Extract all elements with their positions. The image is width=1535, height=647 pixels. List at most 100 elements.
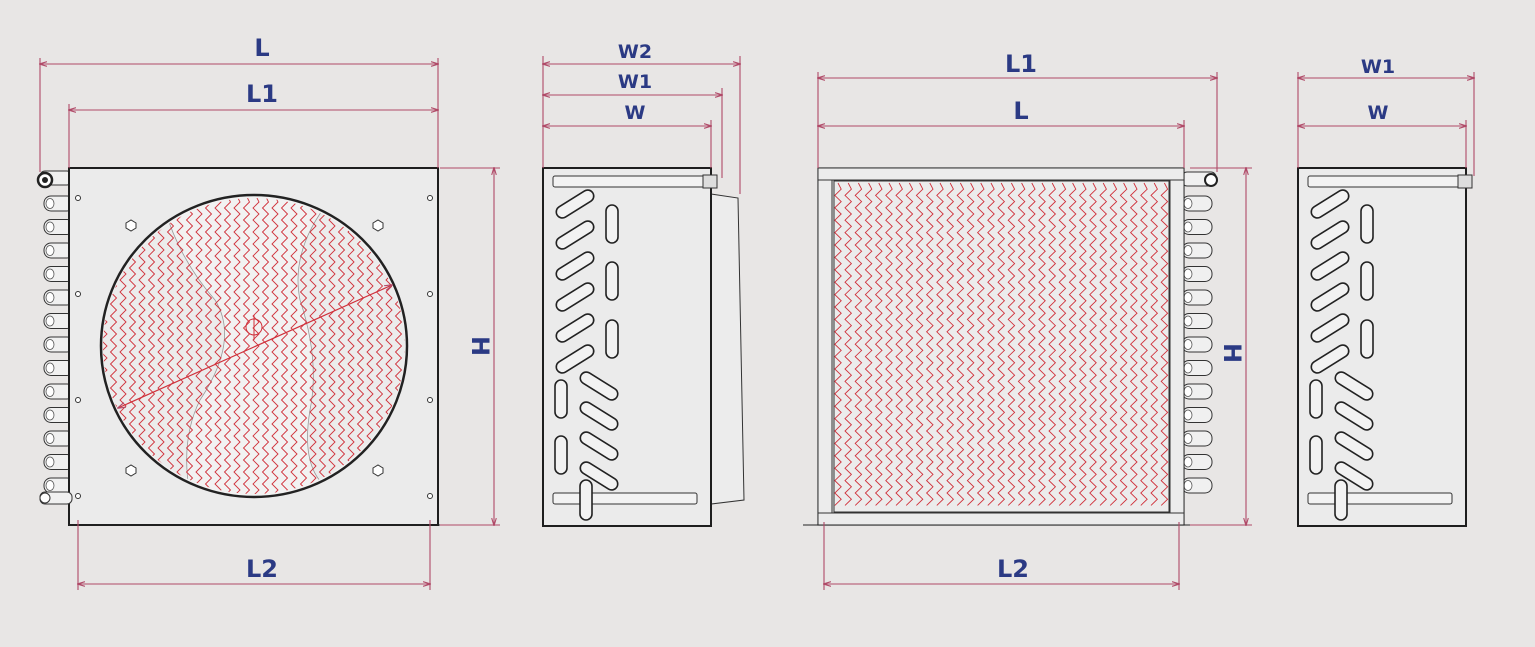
coil-slot: [1310, 344, 1350, 374]
side-coil-view: W1 W: [1297, 56, 1474, 527]
tube-end: [1183, 221, 1193, 233]
mesh-line: [895, 182, 904, 506]
mesh-line: [103, 198, 108, 494]
dim-label-W1: W1: [1361, 56, 1395, 78]
dim-label-L1: L1: [246, 80, 278, 108]
tube-end: [1183, 433, 1193, 444]
tube-end: [1183, 292, 1193, 303]
mesh-line: [946, 182, 955, 506]
side-coil-slots: [1309, 189, 1374, 521]
tube-end: [1183, 386, 1193, 397]
dim-label-W: W: [625, 102, 646, 124]
mesh-line: [1038, 182, 1046, 506]
side-fan-view: W2 W1 W: [542, 41, 745, 527]
coil-slot: [1310, 220, 1350, 250]
coil-slot: [554, 379, 568, 419]
mesh-line: [1017, 182, 1026, 506]
left-coil-tubes: [43, 195, 75, 494]
mesh-line: [1058, 182, 1067, 506]
mesh-line: [1078, 182, 1087, 506]
side-coil-slots: [554, 189, 619, 521]
mesh-line: [1099, 182, 1108, 506]
mesh-line: [1109, 182, 1118, 506]
coil-slot: [555, 251, 595, 281]
mesh-line: [997, 182, 1006, 506]
dim-label-L1: L1: [1005, 50, 1037, 78]
fan-housing: [710, 193, 745, 505]
mesh-line: [976, 182, 985, 506]
dim-label-W2: W2: [618, 41, 652, 63]
front-fan-view: L L1 L2 H: [36, 34, 500, 590]
mesh-line: [1027, 182, 1036, 506]
tube-end: [1183, 245, 1193, 256]
tube-end: [1183, 339, 1193, 350]
mesh-line: [864, 182, 873, 506]
pipe-connector-icon: [1204, 173, 1218, 187]
tube-end: [1183, 198, 1193, 209]
coil-slot: [605, 261, 619, 301]
tube-end: [45, 245, 55, 256]
tube-end: [1183, 268, 1193, 280]
coil-slot: [555, 344, 595, 374]
mesh-line: [1007, 182, 1016, 506]
coil-slot: [1334, 431, 1374, 461]
coil-slot: [1360, 319, 1374, 359]
coil-slot: [1309, 379, 1323, 419]
coil-slot: [555, 313, 595, 343]
side-panel: [1297, 167, 1467, 527]
fin-mesh: [833, 180, 1170, 513]
tube-end: [45, 362, 55, 374]
coil-slot: [1309, 435, 1323, 475]
mesh-line: [1129, 182, 1138, 506]
mesh-line: [854, 182, 863, 506]
tube-end: [45, 315, 55, 327]
mesh-line: [1068, 182, 1077, 506]
mesh-line: [834, 182, 842, 506]
mesh-line: [1150, 182, 1159, 506]
tube-end: [45, 292, 55, 303]
dim-label-W: W: [1368, 102, 1389, 124]
dim-label-L2: L2: [997, 555, 1029, 583]
tube-end: [1183, 315, 1193, 327]
mesh-line: [1160, 182, 1169, 506]
coil-slot: [1334, 461, 1374, 491]
tube-end: [45, 221, 55, 233]
coil-slot: [554, 435, 568, 475]
mesh-line: [1048, 182, 1057, 506]
mesh-line: [1140, 182, 1148, 506]
coil-slot: [579, 461, 619, 491]
mesh-line: [1089, 182, 1097, 506]
tube-end: [45, 339, 55, 350]
tube-end: [45, 198, 55, 209]
coil-slot: [605, 204, 619, 244]
coil-slot: [1360, 204, 1374, 244]
coil-slot: [1334, 371, 1374, 401]
side-panel: [542, 167, 712, 527]
coil-slot: [1360, 261, 1374, 301]
coil-slot: [579, 401, 619, 431]
coil-slot: [605, 319, 619, 359]
coil-slot: [1334, 401, 1374, 431]
dim-label-L: L: [254, 34, 269, 62]
tube-end: [45, 409, 55, 421]
coil-slot: [1334, 479, 1348, 521]
tube-end: [45, 268, 55, 280]
coil-slot: [579, 371, 619, 401]
tube-end: [45, 386, 55, 397]
coil-slot: [1310, 189, 1350, 219]
front-coil-view: L1 L L2 H: [803, 50, 1252, 590]
coil-slot: [579, 431, 619, 461]
dim-label-L: L: [1013, 97, 1028, 125]
mesh-line: [987, 182, 995, 506]
dim-label-H: H: [466, 336, 494, 356]
mesh-line: [844, 182, 853, 506]
tube-end: [45, 456, 55, 468]
dim-label-H: H: [1218, 343, 1246, 363]
tube-end: [1183, 362, 1193, 374]
mesh-line: [874, 182, 883, 506]
mesh-line: [936, 182, 944, 506]
dim-label-L2: L2: [246, 555, 278, 583]
tube-end: [1183, 456, 1193, 468]
mesh-line: [885, 182, 893, 506]
